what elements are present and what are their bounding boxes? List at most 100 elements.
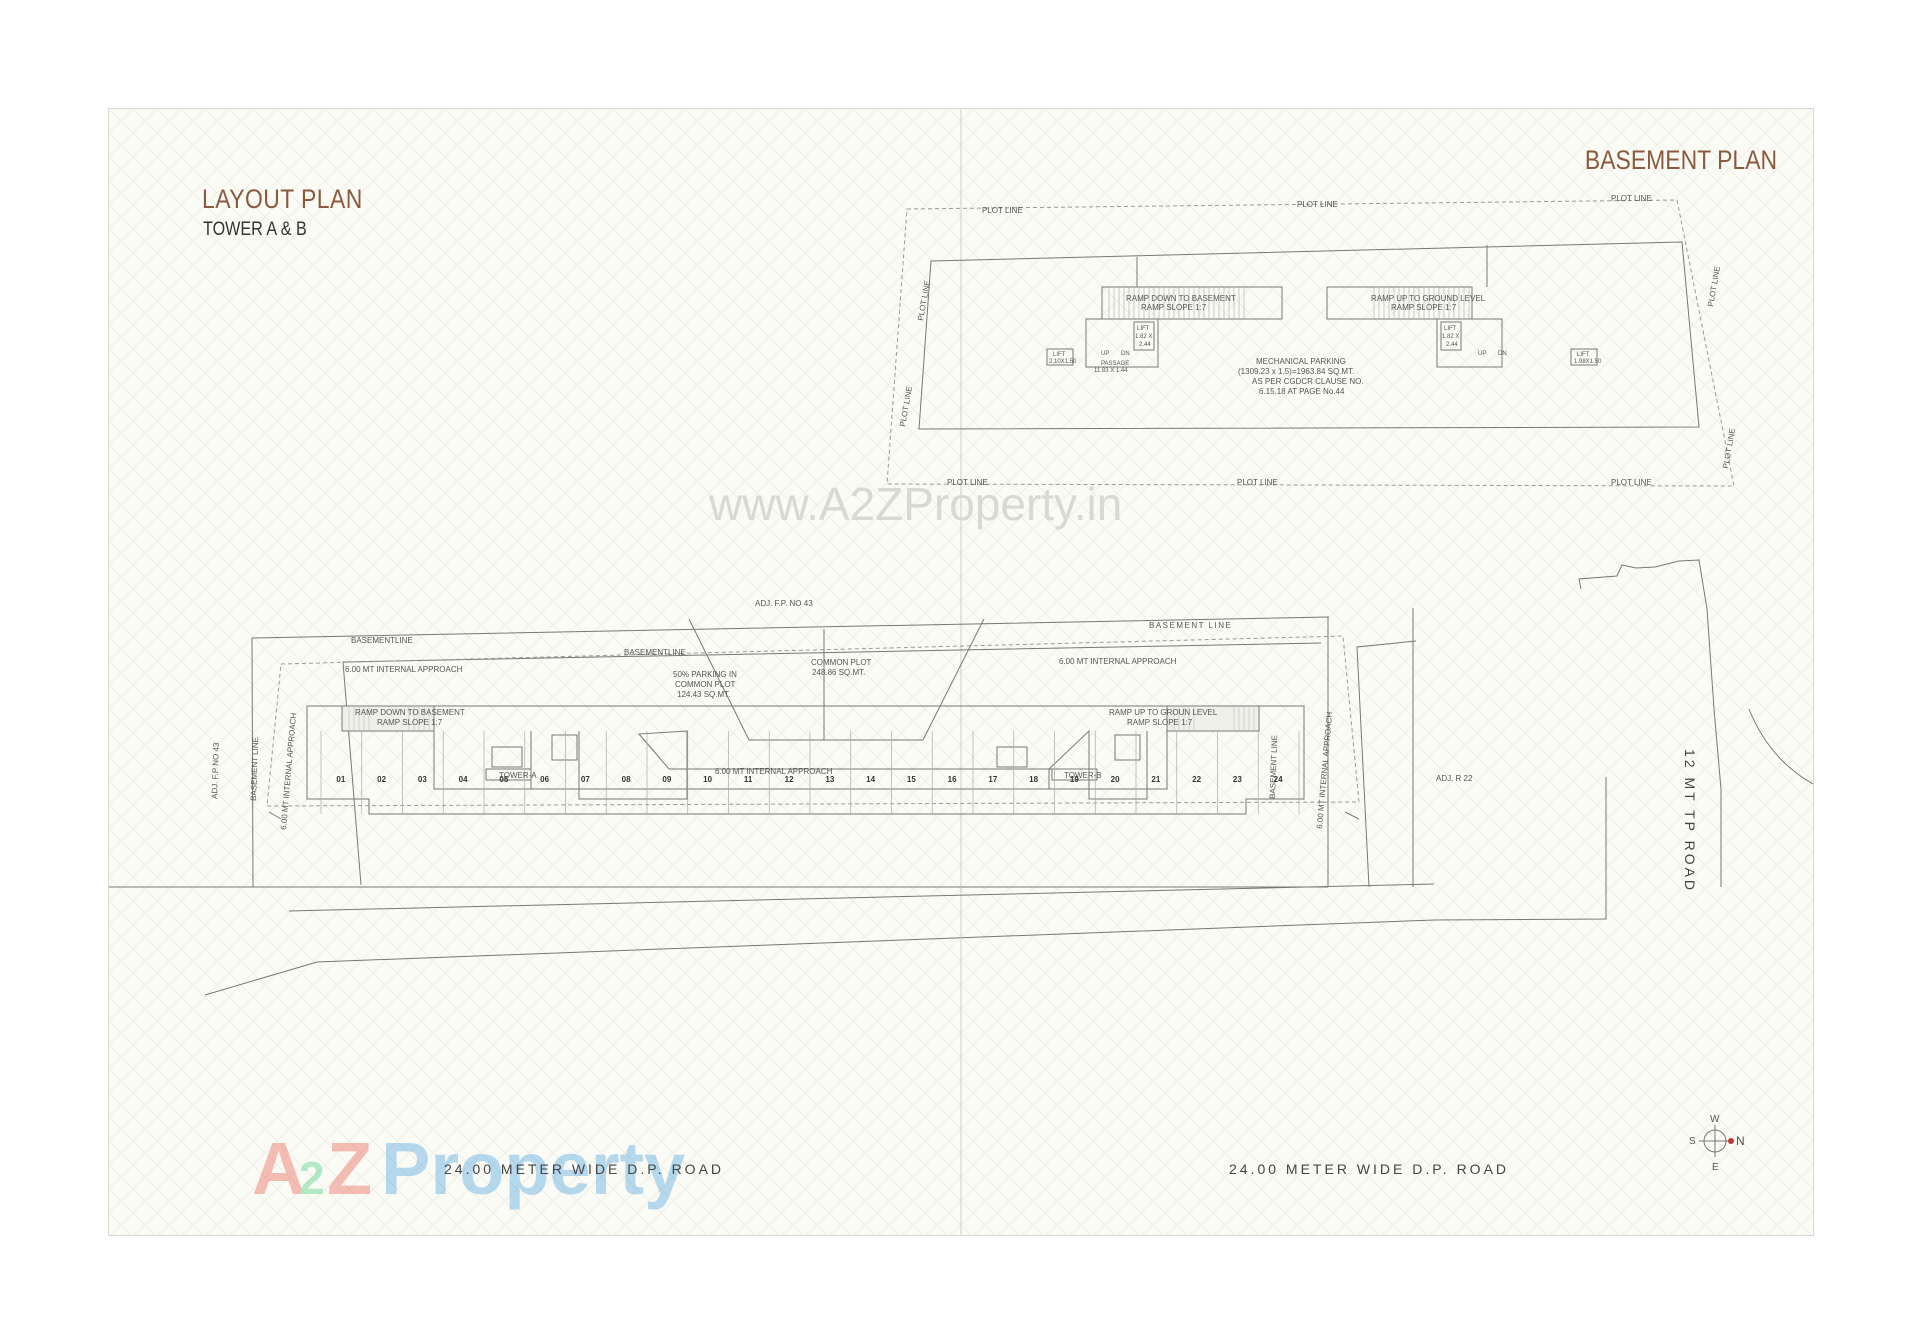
lift-label: LIFT bbox=[1137, 326, 1150, 332]
basement-line-vertical: BASEMENT LINE bbox=[249, 737, 260, 801]
parking-common-plot-label: 50% PARKING IN bbox=[673, 670, 737, 679]
basement-plan bbox=[886, 199, 1735, 487]
shop-number: 09 bbox=[662, 775, 671, 784]
basement-ramp-up-slope: RAMP SLOPE 1:7 bbox=[1391, 303, 1457, 312]
layout-basement-line bbox=[266, 635, 1360, 807]
compass-w: W bbox=[1710, 1114, 1720, 1125]
lift-size: 1.82 X bbox=[1135, 334, 1152, 340]
internal-approach-label: 6.00 MT INTERNAL APPROACH bbox=[715, 767, 833, 776]
internal-approach-vertical: 6.00 MT INTERNAL APPROACH bbox=[279, 712, 298, 830]
basement-plan-title: BASEMENT PLAN bbox=[1584, 145, 1777, 175]
layout-ramp-up-slope: RAMP SLOPE 1:7 bbox=[1127, 718, 1193, 727]
shop-number: 14 bbox=[866, 775, 875, 784]
watermark-logo: A 2 Z Property bbox=[252, 1127, 685, 1210]
shop-number: 05 bbox=[499, 775, 508, 784]
plot-line-label-vertical: PLOT LINE bbox=[898, 386, 914, 428]
shop-number: 24 bbox=[1274, 775, 1283, 784]
road-12mt-label: 12 MT TP ROAD bbox=[1682, 749, 1698, 893]
shop-number: 16 bbox=[948, 775, 957, 784]
adjacent-r22-label: ADJ. R 22 bbox=[1436, 774, 1473, 783]
building-footprint bbox=[306, 705, 1305, 815]
basement-ramp-down bbox=[1101, 286, 1283, 320]
common-plot-label: COMMON PLOT bbox=[811, 658, 872, 667]
shop-number: 08 bbox=[622, 775, 631, 784]
shop-number: 15 bbox=[907, 775, 916, 784]
basement-line-label: BASEMENTLINE bbox=[351, 636, 413, 645]
shop-number: 06 bbox=[540, 775, 549, 784]
adjacent-fp-left: ADJ. F.P NO 43 bbox=[210, 742, 221, 799]
plot-line-label-vertical: PLOT LINE bbox=[916, 280, 932, 322]
lift-small-label: LIFT bbox=[1053, 352, 1066, 358]
compass-labels: W N S E bbox=[1689, 1114, 1745, 1173]
shop-number: 02 bbox=[377, 775, 386, 784]
lift-size: 1.82 X bbox=[1442, 334, 1459, 340]
shop-number: 21 bbox=[1151, 775, 1160, 784]
basement-ramp-up bbox=[1326, 286, 1473, 320]
lift-size: 2.44 bbox=[1446, 342, 1458, 348]
shop-number: 18 bbox=[1029, 775, 1038, 784]
mechanical-parking-page: 6.15.18 AT PAGE No.44 bbox=[1259, 387, 1345, 396]
plan-drawing bbox=[109, 199, 1813, 1235]
passage-size: 11.83 X 1.44 bbox=[1094, 368, 1128, 374]
internal-approach-label: 6.00 MT INTERNAL APPROACH bbox=[345, 665, 463, 674]
basement-line-label: BASEMENTLINE bbox=[624, 648, 686, 657]
dn-label: DN bbox=[1498, 351, 1507, 357]
shop-number: 20 bbox=[1111, 775, 1120, 784]
internal-approach-label: 6.00 MT INTERNAL APPROACH bbox=[1059, 657, 1177, 666]
passage-label: PASSAGE bbox=[1101, 361, 1129, 367]
layout-plan bbox=[109, 559, 1813, 1235]
layout-ramp-up-label: RAMP UP TO GROUN LEVEL bbox=[1109, 708, 1218, 717]
compass-s: S bbox=[1689, 1136, 1696, 1147]
compass-n: N bbox=[1736, 1134, 1745, 1148]
lift-small-label: LIFT bbox=[1577, 352, 1590, 358]
shop-number: 11 bbox=[744, 775, 753, 784]
up-label: UP bbox=[1478, 351, 1486, 357]
plot-line-label: PLOT LINE bbox=[982, 206, 1023, 215]
shop-number: 01 bbox=[336, 775, 345, 784]
tower-a-label-box bbox=[485, 768, 532, 781]
shop-number: 23 bbox=[1233, 775, 1242, 784]
mechanical-parking-area: (1309.23 x 1.5)=1963.84 SQ.MT. bbox=[1238, 367, 1354, 376]
plot-line-label: PLOT LINE bbox=[1297, 200, 1338, 209]
dn-label: DN bbox=[1121, 351, 1130, 357]
internal-approach-vertical: 6.00 MT INTERNAL APPROACH bbox=[1315, 711, 1334, 829]
drawing-sheet: LAYOUT PLAN TOWER A & B BASEMENT PLAN bbox=[108, 108, 1814, 1236]
watermark-logo-2: 2 bbox=[299, 1152, 325, 1204]
adjacent-plot-r22 bbox=[1578, 559, 1722, 887]
plot-line-label-vertical: PLOT LINE bbox=[1706, 266, 1722, 308]
tower-a-label: TOWER-A bbox=[499, 771, 537, 780]
tower-b-label: TOWER-B bbox=[1064, 771, 1102, 780]
layout-plan-title: LAYOUT PLAN bbox=[202, 184, 363, 214]
plan-labels: www.A2ZProperty.in A 2 Z Property PLOT L… bbox=[210, 194, 1745, 1210]
shop-number: 22 bbox=[1192, 775, 1201, 784]
basement-line-label: BASEMENT LINE bbox=[1149, 621, 1232, 630]
compass-north-marker bbox=[1728, 1138, 1734, 1144]
shop-number: 07 bbox=[581, 775, 590, 784]
plot-line-label: PLOT LINE bbox=[1237, 478, 1278, 487]
shop-number: 17 bbox=[988, 775, 997, 784]
lift-small-size: 2.10X1.50 bbox=[1049, 359, 1077, 365]
mechanical-parking-title: MECHANICAL PARKING bbox=[1256, 357, 1346, 366]
shop-number: 03 bbox=[418, 775, 427, 784]
up-label: UP bbox=[1101, 351, 1109, 357]
watermark-url: www.A2ZProperty.in bbox=[708, 478, 1122, 530]
plot-line-label: PLOT LINE bbox=[1611, 478, 1652, 487]
road-24m-label-right: 24.00 METER WIDE D.P. ROAD bbox=[1229, 1161, 1509, 1177]
basement-plot-line-boundary bbox=[886, 199, 1735, 487]
compass-e: E bbox=[1712, 1162, 1719, 1173]
layout-plan-subtitle: TOWER A & B bbox=[203, 219, 307, 240]
plot-line-label: PLOT LINE bbox=[947, 478, 988, 487]
common-plot-area: 248.86 SQ.MT. bbox=[812, 668, 865, 677]
watermark-logo-a: A bbox=[252, 1127, 305, 1210]
basement-ramp-down-label: RAMP DOWN TO BASEMENT bbox=[1126, 294, 1236, 303]
plot-line-label-vertical: PLOT LINE bbox=[1721, 428, 1737, 470]
road-edge-south bbox=[204, 777, 1607, 996]
common-plot-outline bbox=[688, 618, 985, 741]
shop-number: 12 bbox=[785, 775, 794, 784]
mechanical-parking-clause: AS PER CGDCR CLAUSE NO. bbox=[1252, 377, 1364, 386]
plot-line-label: PLOT LINE bbox=[1611, 194, 1652, 203]
site-plot-outline bbox=[251, 616, 1330, 888]
parking-common-plot-label: COMMON PLOT bbox=[675, 680, 736, 689]
basement-ramp-up-label: RAMP UP TO GROUND LEVEL bbox=[1371, 294, 1486, 303]
